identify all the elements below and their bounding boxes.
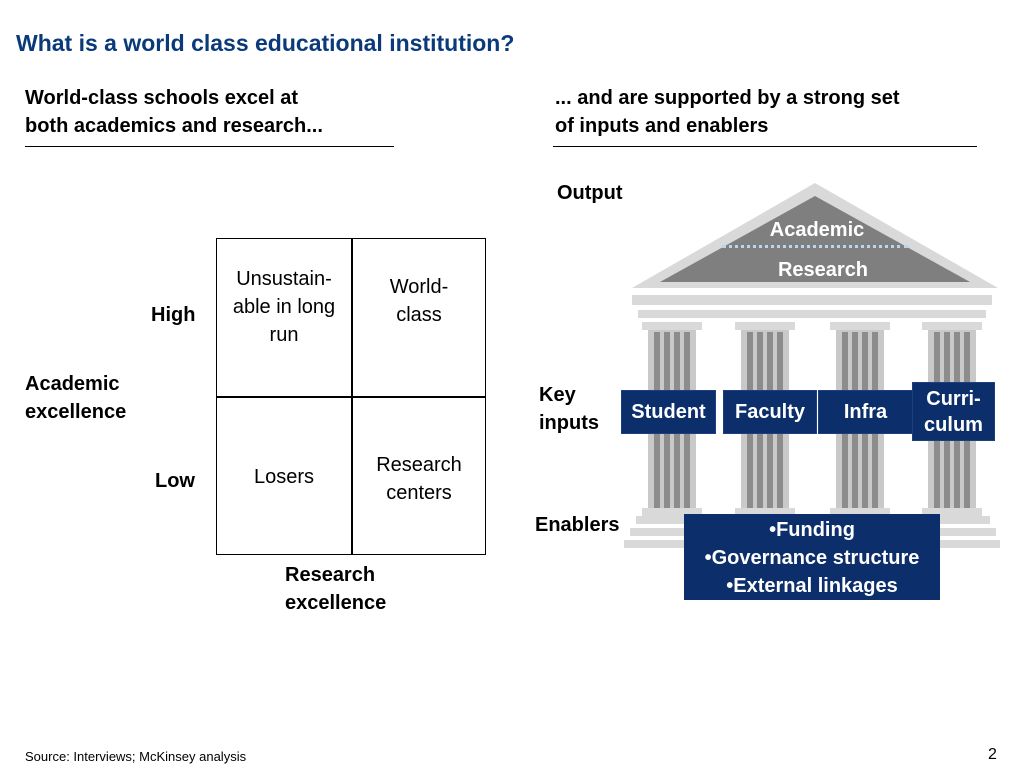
matrix-horizontal-divider — [217, 396, 485, 398]
output-label: Output — [557, 182, 623, 204]
right-divider — [553, 146, 977, 147]
axis-low-label: Low — [155, 470, 195, 492]
matrix-cell-world-class: World- class — [389, 276, 449, 326]
page-number: 2 — [988, 746, 997, 763]
excellence-matrix: Unsustain- able in long run World- class… — [216, 238, 486, 555]
axis-high-label: High — [151, 304, 196, 326]
enabler-funding: •Funding — [769, 519, 855, 541]
input-infra-box: Infra — [818, 390, 913, 434]
source-note: Source: Interviews; McKinsey analysis — [25, 749, 247, 764]
matrix-cell-losers: Losers — [253, 466, 315, 488]
enabler-governance: •Governance structure — [704, 547, 920, 569]
enablers-label: Enablers — [535, 514, 620, 536]
entablature-top — [632, 295, 992, 305]
key-inputs-label: Key inputs — [539, 384, 599, 434]
x-axis-label: Research excellence — [285, 564, 387, 614]
matrix-cell-research-centers: Research centers — [376, 454, 462, 504]
y-axis-label: Academic excellence — [25, 373, 127, 423]
left-divider — [25, 146, 394, 147]
page-title: What is a world class educational instit… — [16, 30, 515, 56]
enablers-box: •Funding •Governance structure •External… — [684, 514, 940, 600]
input-faculty-box: Faculty — [723, 390, 817, 434]
left-subtitle: World-class schools excel at both academ… — [25, 87, 323, 137]
roof — [660, 196, 970, 282]
input-student-box: Student — [621, 390, 716, 434]
entablature-bottom — [638, 310, 986, 318]
roof-research-label: Research — [777, 259, 869, 281]
roof-divider — [722, 245, 908, 248]
input-curriculum-box: Curri- culum — [912, 382, 995, 441]
right-subtitle: ... and are supported by a strong set of… — [555, 87, 900, 137]
enabler-linkages: •External linkages — [726, 575, 898, 597]
roof-academic-label: Academic — [769, 219, 865, 241]
matrix-cell-unsustainable: Unsustain- able in long run — [232, 268, 336, 346]
